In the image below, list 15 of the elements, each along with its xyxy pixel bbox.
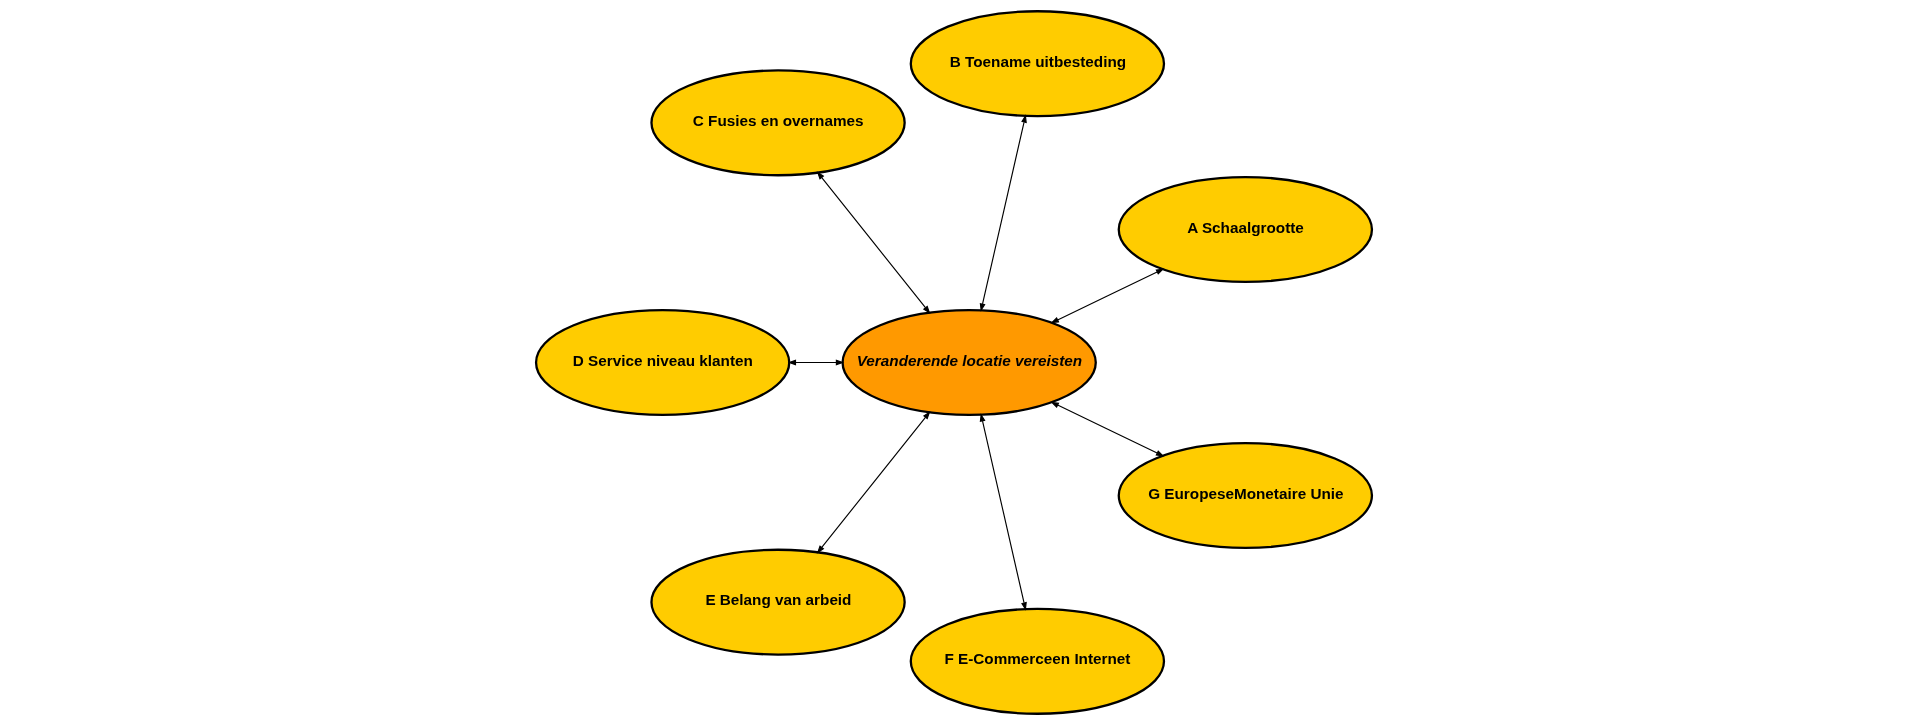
node-ellipse: C Fusies en overnames (650, 69, 906, 177)
arrow (787, 359, 845, 366)
node-ellipse: Veranderende locatie vereisten (841, 308, 1097, 417)
arrow (979, 413, 1027, 611)
arrow (816, 171, 931, 314)
node-ellipse: F E-Commerceen Internet (909, 607, 1166, 715)
node-ellipse: B Toename uitbesteding (909, 10, 1166, 118)
node-ellipse: D Service niveau klanten (534, 308, 791, 417)
node-ellipse: A Schaalgrootte (1117, 175, 1374, 284)
arrow (1050, 401, 1165, 457)
arrow (816, 411, 931, 554)
arrow (1050, 268, 1165, 324)
node-ellipse: G EuropeseMonetaire Unie (1117, 441, 1374, 550)
node-ellipse: E Belang van arbeid (650, 548, 906, 656)
arrow (979, 114, 1027, 312)
